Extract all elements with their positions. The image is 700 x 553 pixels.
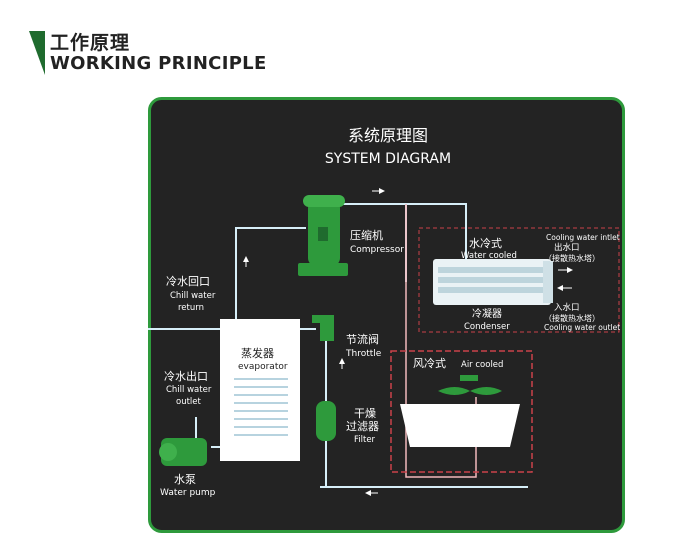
water-pump (159, 438, 207, 466)
filter-cn-2: 过滤器 (346, 420, 379, 433)
air-cooled-section (390, 350, 533, 473)
evaporator-en: evaporator (238, 362, 288, 372)
outlet-cn: 出水口 (554, 242, 580, 253)
chill-outlet-cn: 冷水出口 (164, 369, 208, 383)
to-tower-1: （接散热水塔） (544, 253, 600, 263)
compressor-label-en: Compressor (350, 245, 404, 255)
throttle-en: Throttle (345, 349, 382, 359)
pipe-main-top (406, 203, 467, 264)
air-cooled-coil (400, 404, 520, 447)
throttle-valve (312, 315, 334, 341)
system-diagram: 系统原理图 SYSTEM DIAGRAM 压缩机 Compressor 水冷式 … (148, 97, 625, 533)
compressor-label-cn: 压缩机 (350, 228, 383, 242)
chill-return-en-1: Chill water (170, 291, 216, 301)
water-cooled-section (418, 227, 620, 333)
header-title-en: WORKING PRINCIPLE (50, 53, 267, 74)
air-cooled-cn: 风冷式 (413, 357, 446, 370)
air-cooled-fan (438, 375, 502, 395)
throttle-cn: 节流阀 (346, 332, 379, 346)
evaporator-cn: 蒸发器 (241, 346, 274, 360)
diagram-title-cn: 系统原理图 (348, 126, 428, 145)
chill-outlet-en-1: Chill water (166, 385, 212, 395)
condenser-cn: 冷凝器 (472, 307, 502, 320)
water-cooled-cn: 水冷式 (469, 237, 502, 250)
filter-en: Filter (354, 435, 376, 445)
chill-return-cn: 冷水回口 (166, 275, 210, 288)
cooling-inlet-en: Cooling water intlet (546, 233, 620, 242)
filter (316, 401, 336, 441)
compressor (298, 195, 348, 276)
condenser-en: Condenser (464, 322, 510, 332)
cooling-outlet-en: Cooling water outlet (544, 323, 620, 332)
header-accent-mark (29, 31, 45, 75)
inlet-cn: 入水口 (554, 302, 580, 313)
pipe-compressor-left (235, 227, 306, 327)
diagram-title-en: SYSTEM DIAGRAM (325, 151, 451, 167)
pump-cn: 水泵 (174, 473, 196, 486)
water-cooled-en: Water cooled (461, 251, 517, 261)
flow-arrows (243, 188, 573, 496)
chill-return-en-2: return (178, 303, 204, 313)
pump-en: Water pump (160, 488, 216, 498)
filter-cn-1: 干燥 (354, 407, 376, 420)
header-title-cn: 工作原理 (50, 32, 131, 54)
condenser (433, 259, 553, 305)
chill-outlet-en-2: outlet (176, 397, 202, 407)
to-tower-2: （接散热水塔） (544, 313, 600, 323)
evaporator (220, 319, 300, 461)
air-cooled-en: Air cooled (461, 360, 503, 370)
